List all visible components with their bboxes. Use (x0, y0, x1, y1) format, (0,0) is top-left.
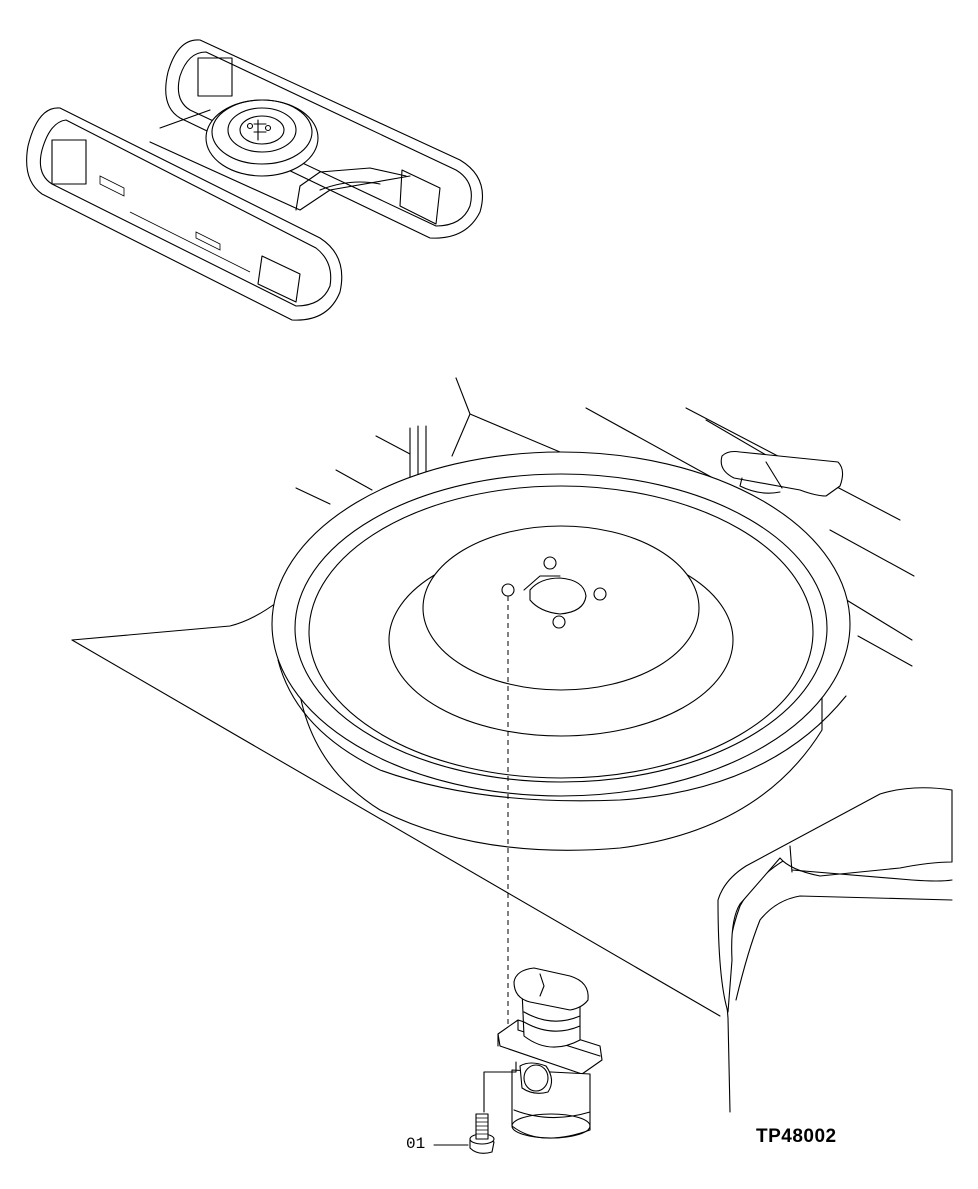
undercarriage-overview (26, 39, 484, 321)
callout-label-01: 01 (406, 1135, 426, 1153)
upperstructure-frame (71, 377, 953, 1113)
bolt (469, 1113, 495, 1154)
figure-code: TP48002 (756, 1126, 837, 1147)
center-joint (483, 967, 603, 1139)
swing-bearing (271, 451, 851, 851)
